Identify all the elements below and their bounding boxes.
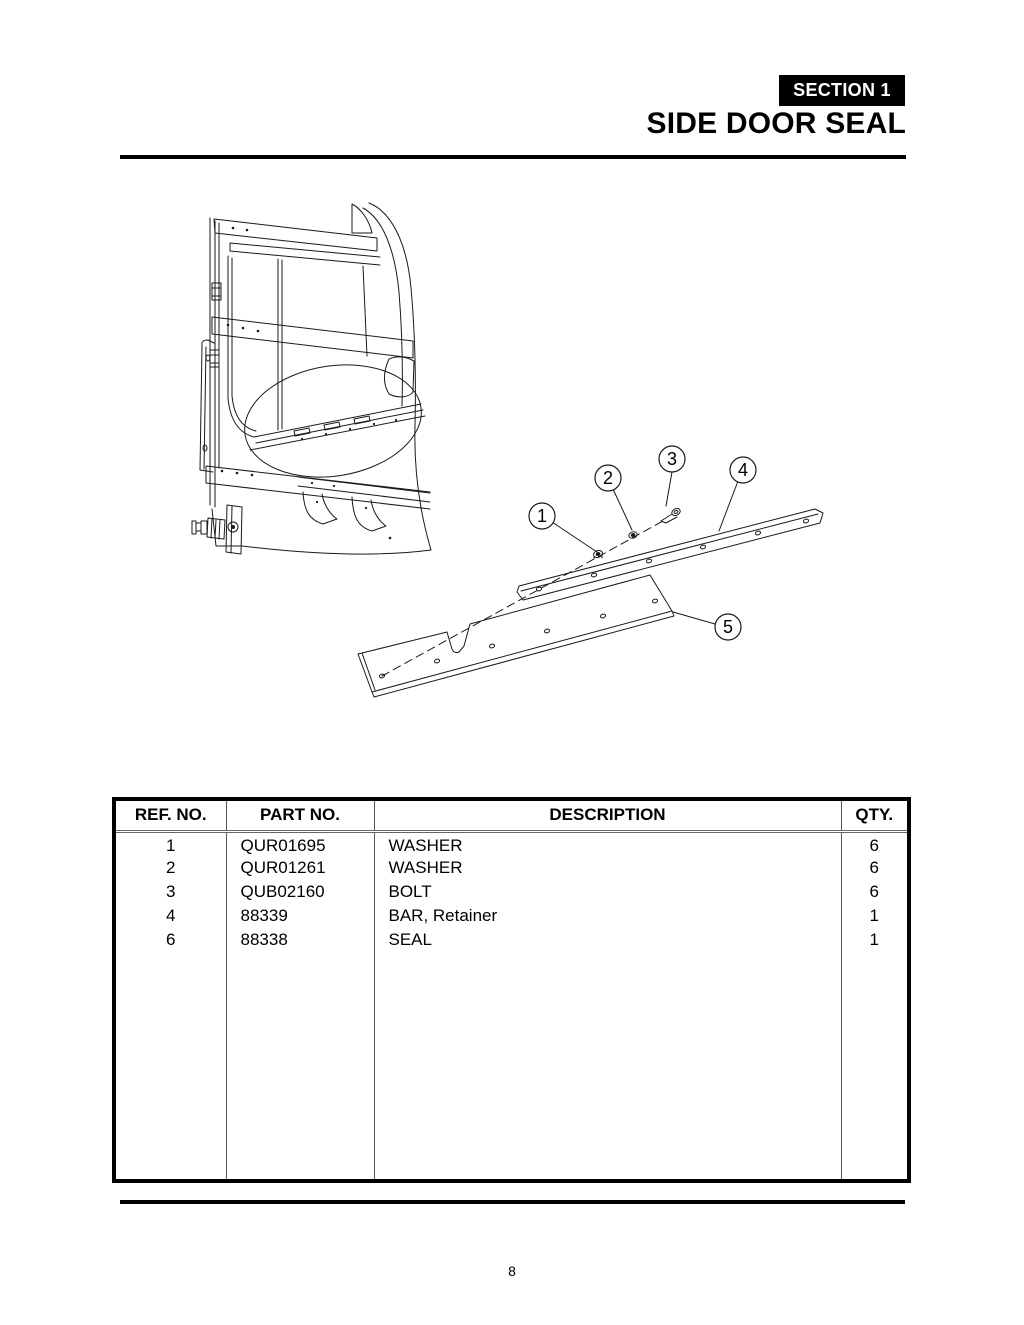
- cell-part-no: QUR01695: [225, 831, 374, 856]
- cell-description: SEAL: [373, 927, 841, 952]
- header-description: DESCRIPTION: [373, 801, 841, 833]
- cell-part-no: 88339: [225, 903, 374, 928]
- washer-part2: [628, 531, 638, 539]
- cell-ref-no: 6: [166, 929, 176, 949]
- cell-description: WASHER: [373, 831, 841, 856]
- callout-leader-4: [718, 480, 739, 532]
- page-title: SIDE DOOR SEAL: [646, 107, 906, 140]
- callout-leader-3: [665, 471, 673, 507]
- cell-qty: 1: [840, 903, 907, 928]
- cell-description: WASHER: [373, 855, 841, 880]
- callout-leader-5: [672, 611, 716, 625]
- cell-part-no: QUR01261: [225, 855, 374, 880]
- callout-circle-2: [594, 464, 622, 492]
- bottom-rule: [120, 1200, 905, 1204]
- callout-leader-1: [551, 521, 598, 553]
- callout-circle-5: [714, 613, 742, 641]
- highlight-ellipse: [244, 364, 422, 478]
- table-header-row: REF. NO. PART NO. DESCRIPTION QTY.: [116, 801, 907, 833]
- door-frame-drawing: [191, 202, 432, 555]
- cell-qty: 1: [840, 927, 907, 952]
- retainer-bar-part4: [516, 508, 824, 601]
- page-number: 8: [508, 1263, 516, 1279]
- header-ref-no: REF. NO.: [116, 801, 226, 833]
- cell-part-no: 88338: [225, 927, 374, 952]
- header-qty: QTY.: [840, 801, 907, 833]
- callout-number-4: 4: [738, 460, 748, 480]
- cell-description: BOLT: [373, 879, 841, 904]
- cell-description: BAR, Retainer: [373, 903, 841, 928]
- seal-assembly: [357, 507, 824, 698]
- cell-qty: 6: [840, 855, 907, 880]
- section-badge: SECTION 1: [779, 75, 905, 106]
- callout-number-2: 2: [603, 468, 613, 488]
- cell-part-no: QUB02160: [225, 879, 374, 904]
- cell-ref-no: 3: [166, 881, 176, 901]
- seal-strip-part5: [357, 574, 675, 698]
- header-part-no: PART NO.: [225, 801, 374, 833]
- cell-ref-no: 4: [166, 905, 176, 925]
- table-filler-row: [116, 951, 907, 1179]
- cell-ref-no: 2: [166, 857, 176, 877]
- callout-circle-4: [729, 456, 757, 484]
- callout-number-5: 5: [723, 617, 733, 637]
- cell-qty: 6: [840, 831, 907, 856]
- callout-circle-3: [658, 445, 686, 473]
- cell-ref-no: 1: [166, 835, 176, 855]
- title-rule: [120, 155, 906, 159]
- callout-number-1: 1: [537, 506, 547, 526]
- callout-balloons: 1 2 3 4 5: [528, 445, 757, 641]
- callout-leader-2: [612, 488, 633, 531]
- cell-qty: 6: [840, 879, 907, 904]
- bolt-part3: [660, 507, 681, 524]
- exploded-view-diagram: 1 2 3 4 5: [191, 202, 824, 698]
- callout-circle-1: [528, 502, 556, 530]
- callout-number-3: 3: [667, 449, 677, 469]
- washer-part1: [593, 549, 603, 560]
